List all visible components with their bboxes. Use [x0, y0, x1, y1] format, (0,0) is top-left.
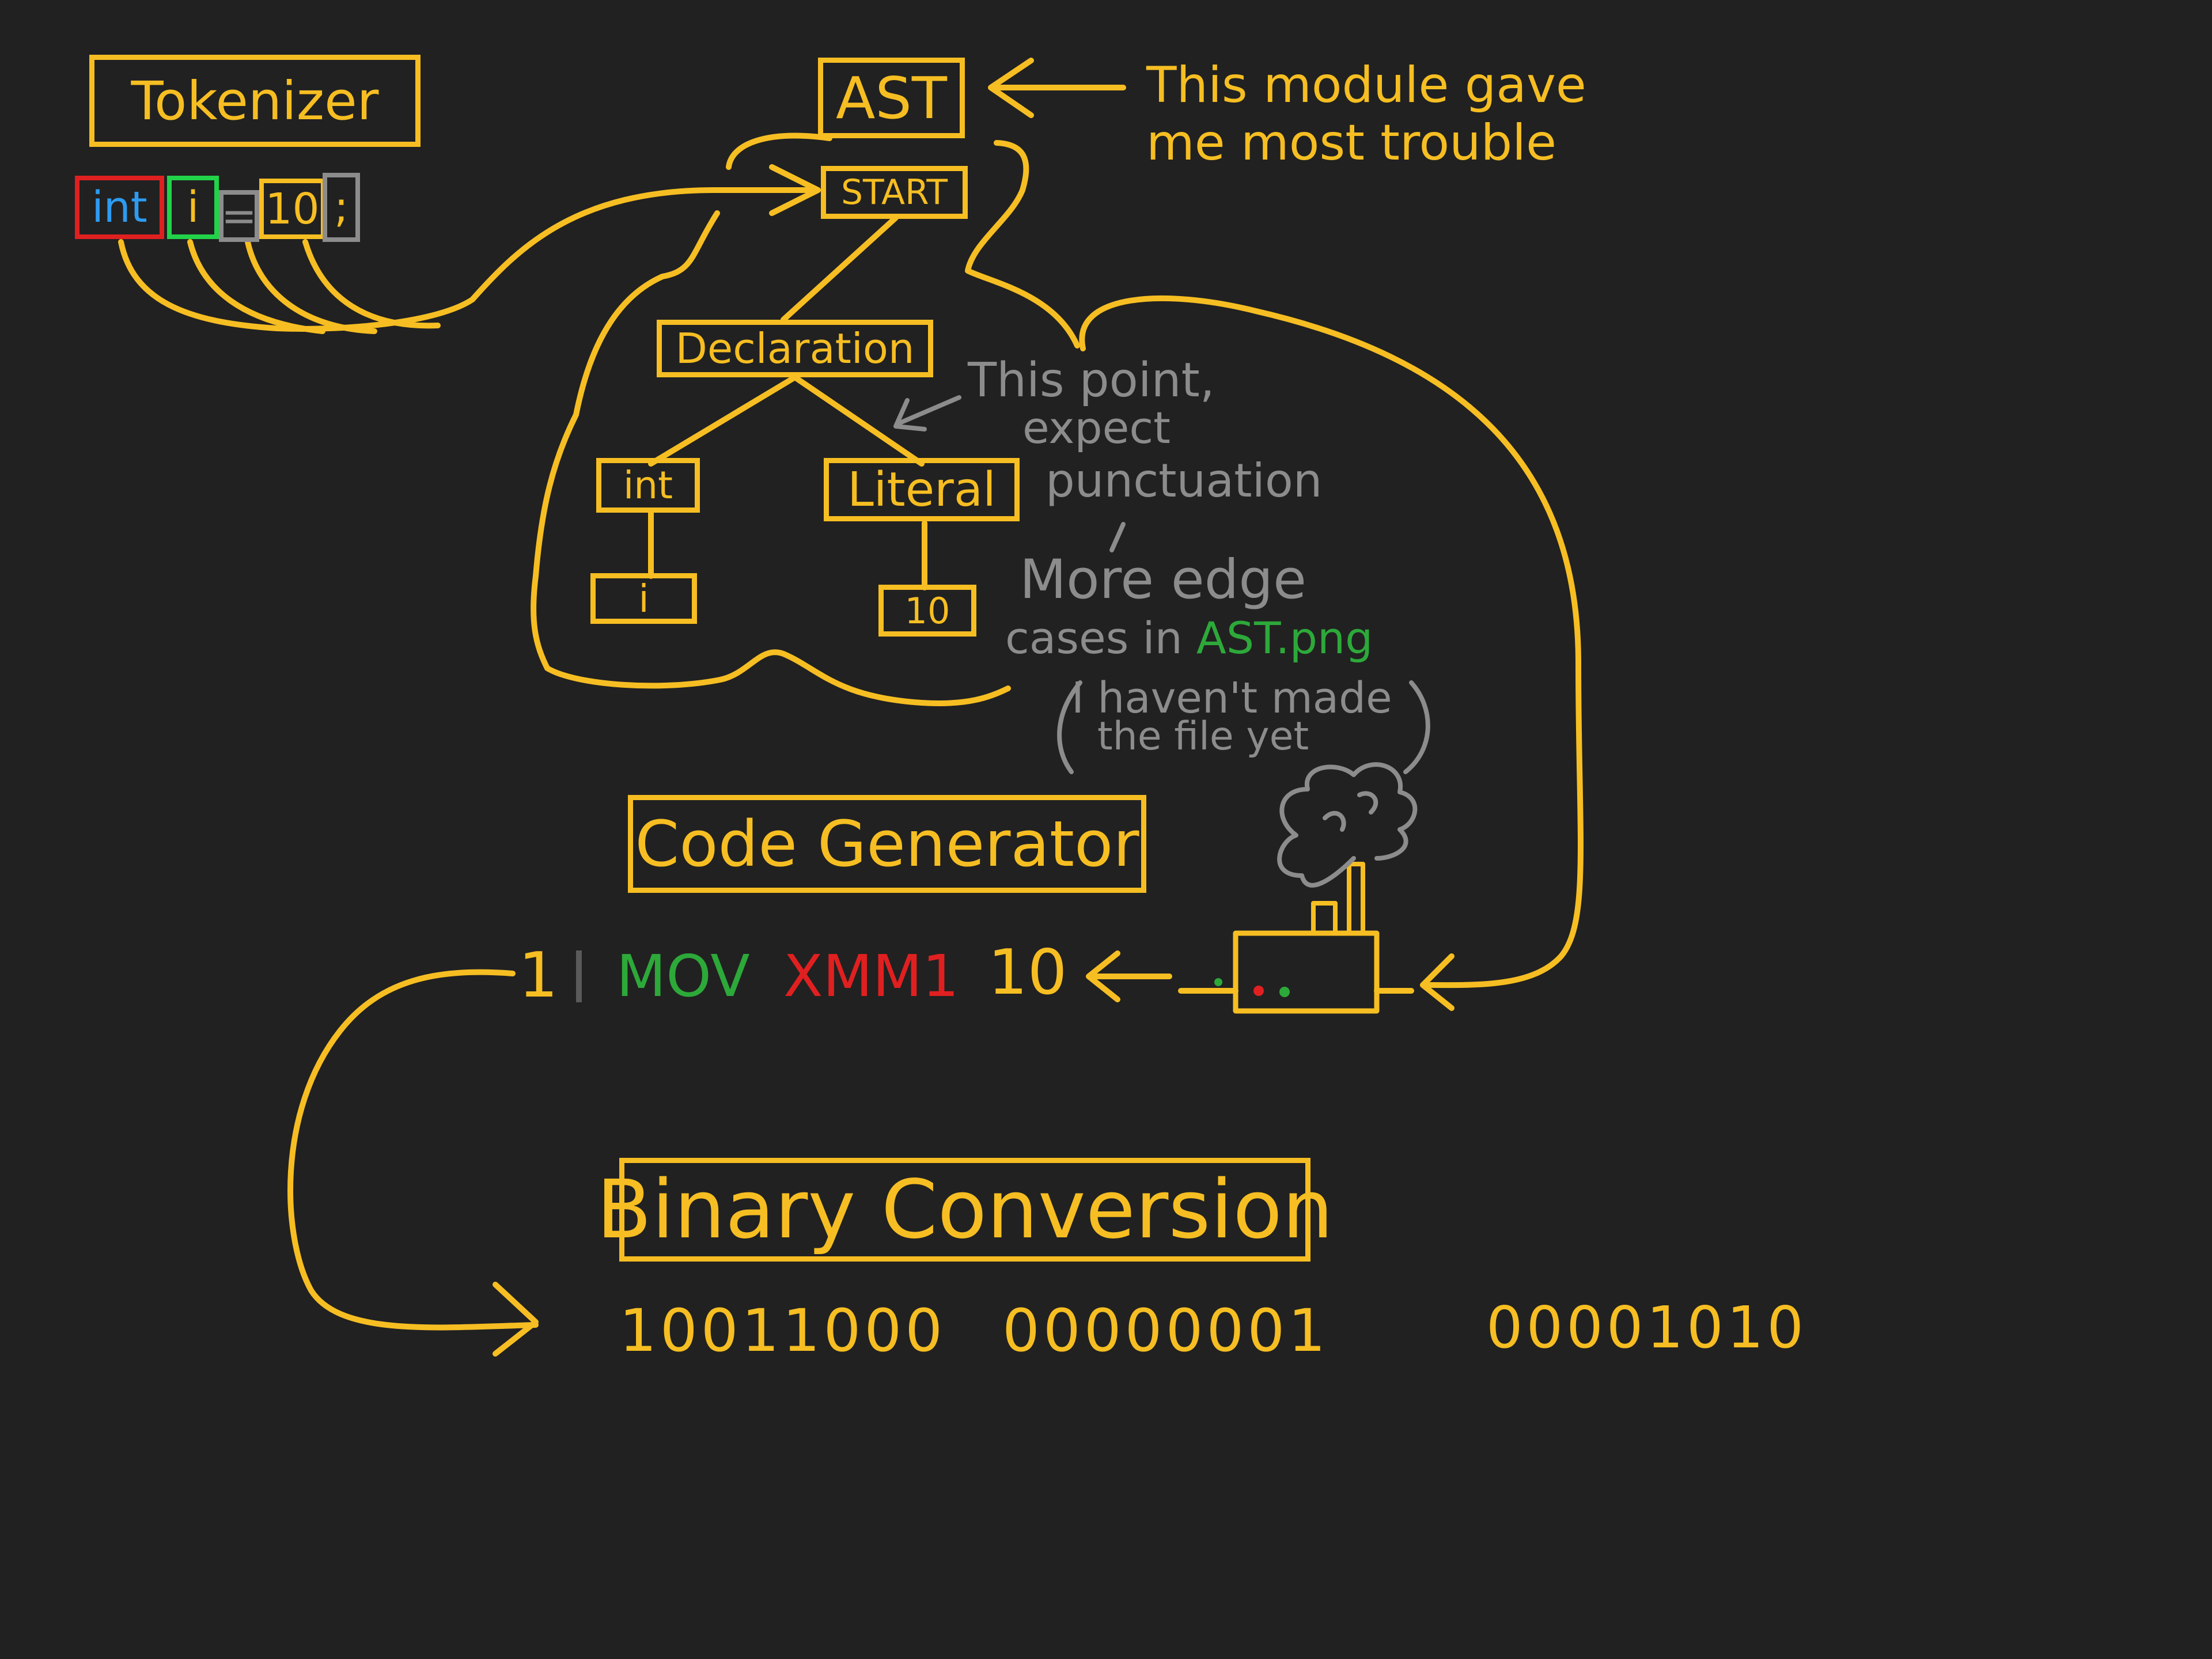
binary-conversion-box: Binary Conversion — [596, 1158, 1334, 1262]
ast-to-codegen-connector — [1079, 295, 1584, 988]
trouble-note-line-2: me most trouble — [1146, 114, 1556, 172]
ast-node-literal: Literal — [824, 458, 1020, 521]
punctuation-note-line-2: expect — [1022, 402, 1171, 453]
ast-node-type: int — [596, 458, 700, 513]
trouble-note-arrow — [988, 58, 1126, 118]
punctuation-note-pointer — [893, 395, 961, 431]
edge-cases-note-line-1: More edge — [1020, 548, 1306, 611]
tokenizer-to-ast-connector — [118, 187, 821, 332]
token-4: 10 — [259, 179, 325, 239]
ast-node-start: START — [821, 166, 968, 219]
paren-note-line-2: the file yet — [1097, 714, 1309, 759]
ast-cloud-outline — [531, 132, 1080, 706]
ast-png-filename: AST.png — [1196, 612, 1373, 664]
binary-byte-2: 00000001 — [1002, 1297, 1330, 1365]
ast-node-identifier: i — [590, 573, 697, 624]
edge-cases-note-line-2: cases in AST.png — [1005, 616, 1373, 660]
punctuation-note-line-3: punctuation — [1046, 454, 1323, 507]
smoke-cloud-icon — [1277, 762, 1418, 888]
punctuation-note-line-1: This point, — [968, 353, 1215, 408]
machine-icon — [1178, 862, 1414, 1014]
ast-node-declaration: Declaration — [657, 320, 933, 377]
codegen-output-arrow — [1086, 950, 1172, 1002]
code-generator-box: Code Generator — [628, 795, 1146, 893]
token-2: i — [167, 176, 219, 239]
code-operand: 10 — [988, 937, 1067, 1009]
token-5: ; — [323, 173, 360, 242]
trouble-note-line-1: This module gave — [1146, 56, 1586, 114]
edge-cases-prefix: cases in — [1005, 612, 1183, 664]
binary-byte-3: 00001010 — [1486, 1294, 1807, 1361]
ast-box: AST — [818, 58, 965, 138]
paren-note-line-1: I haven't made — [1071, 673, 1392, 723]
code-line-number: 1 — [518, 940, 558, 1012]
ast-node-value: 10 — [878, 585, 976, 637]
token-3: = — [219, 190, 259, 242]
token-1: int — [75, 176, 164, 239]
code-to-binary-connector — [287, 969, 539, 1331]
code-register: XMM1 — [783, 942, 959, 1010]
tokenizer-box: Tokenizer — [89, 55, 421, 147]
code-opcode: MOV — [616, 942, 750, 1010]
binary-byte-1: 10011000 — [619, 1297, 946, 1365]
